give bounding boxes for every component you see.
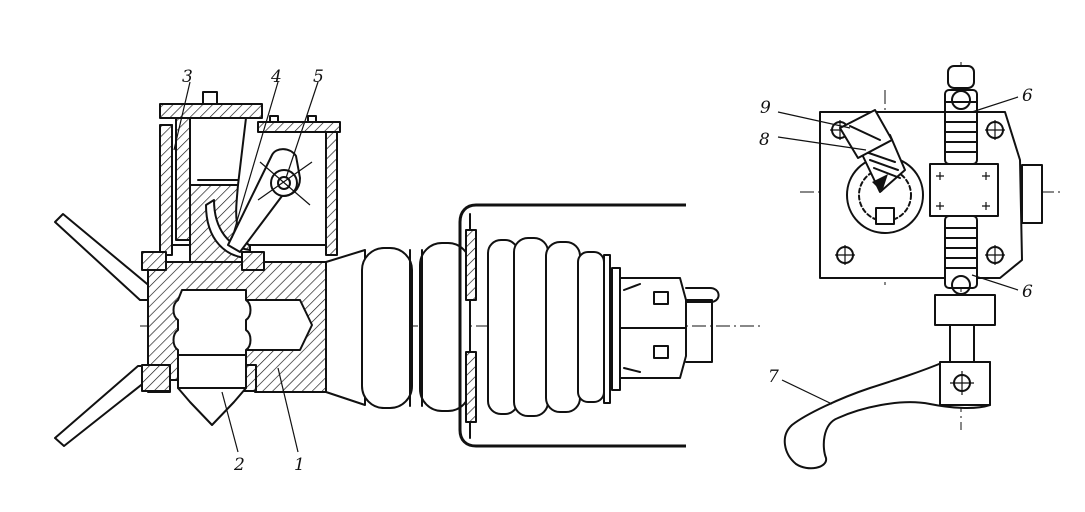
left-sectional-view bbox=[54, 91, 760, 448]
housing-wall-right bbox=[325, 129, 338, 256]
label-6-upper: 6 bbox=[1022, 86, 1033, 106]
plunger-part-2 bbox=[172, 289, 252, 426]
u-bracket bbox=[458, 203, 686, 448]
pivot-outer bbox=[270, 169, 298, 197]
label-8: 8 bbox=[759, 130, 770, 150]
label-3: 3 bbox=[182, 67, 193, 87]
spring-stack-2 bbox=[513, 237, 549, 417]
handle-part-7 bbox=[783, 361, 991, 470]
label-5: 5 bbox=[313, 67, 324, 87]
label-2: 2 bbox=[233, 455, 245, 475]
label-6-lower: 6 bbox=[1022, 282, 1033, 302]
sleeve-part-3 bbox=[175, 117, 191, 241]
label-7: 7 bbox=[768, 367, 779, 387]
part-labels: 3 4 5 2 1 6 6 7 8 9 bbox=[182, 67, 1033, 475]
right-cover bbox=[257, 121, 341, 133]
locknut-part-9 bbox=[839, 109, 893, 159]
top-cover bbox=[159, 103, 263, 119]
housing-wall-left bbox=[159, 124, 173, 256]
ring-a bbox=[361, 247, 413, 409]
right-front-view bbox=[783, 62, 1060, 470]
spring-part-6-upper bbox=[944, 65, 978, 165]
stem bbox=[934, 294, 996, 326]
label-4: 4 bbox=[270, 67, 282, 87]
mounting-holes bbox=[830, 120, 1005, 265]
label-1: 1 bbox=[294, 455, 305, 475]
bracket-upper bbox=[54, 213, 153, 301]
ring-b bbox=[419, 242, 471, 412]
spring-stack-3 bbox=[545, 241, 581, 413]
leader-lines bbox=[173, 81, 1019, 453]
spring-part-6-lower bbox=[944, 215, 978, 295]
pivot-inner bbox=[277, 176, 291, 190]
label-9: 9 bbox=[760, 98, 771, 118]
bracket-lower bbox=[54, 365, 151, 447]
